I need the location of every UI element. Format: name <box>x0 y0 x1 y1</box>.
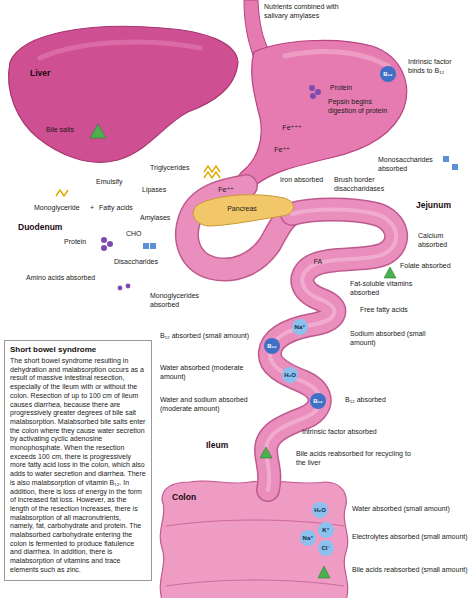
anatomy-label: Intrinsic factor absorbed <box>302 428 402 437</box>
colon <box>160 481 347 598</box>
disaccharide <box>143 243 149 249</box>
ion-symbol: Cl⁻ <box>314 543 338 553</box>
anatomy-label: Protein <box>330 84 370 93</box>
colon-fold <box>166 520 344 526</box>
organ-name: Ileum <box>206 440 246 450</box>
anatomy-label: Monoglyceride <box>34 204 90 213</box>
ion-symbol: Na⁺ <box>288 322 312 332</box>
intestine-highlight <box>266 210 396 491</box>
anatomy-label: Electrolytes absorbed (small amount) <box>352 533 468 542</box>
disaccharide <box>150 243 156 249</box>
anatomy-label: Nutrients combined with salivary amylase… <box>264 3 356 20</box>
anatomy-label: Pepsin begins digestion of protein <box>328 98 394 115</box>
ion-symbol: H₂O <box>308 505 332 515</box>
organ-name: Jejunum <box>416 200 470 210</box>
small-intestine <box>266 210 396 491</box>
bile-salt-symbol <box>90 124 106 138</box>
anatomy-label: Disaccharides <box>114 258 170 267</box>
anatomy-label: Free fatty acids <box>360 306 430 315</box>
anatomy-label: Intrinsic factor binds to B₁₂ <box>408 58 470 75</box>
text-panel: Short bowel syndromeThe short bowel synd… <box>4 340 152 581</box>
protein-molecule <box>310 93 316 99</box>
symbol-label: Fe⁺⁺⁺ <box>272 124 312 133</box>
liver-highlight <box>40 42 200 58</box>
vitamin-symbol: B₁₂ <box>376 69 400 79</box>
anatomy-label: Fat-soluble vitamins absorbed <box>350 280 442 297</box>
anatomy-label: Bile salts <box>46 126 86 135</box>
panel-heading: Short bowel syndrome <box>10 345 146 355</box>
anatomy-label: Emulsify <box>96 178 138 187</box>
ion-symbol: Na⁺ <box>296 533 320 543</box>
vitamin-symbol: B₁₂ <box>306 396 330 406</box>
protein-molecule <box>101 245 107 251</box>
triglyceride <box>204 166 220 172</box>
liver <box>9 26 238 162</box>
bile-acid-symbol <box>318 566 330 578</box>
anatomy-label: Monosaccharides absorbed <box>378 156 440 173</box>
pancreas <box>193 195 293 226</box>
anatomy-label: Sodium absorbed (small amount) <box>350 330 450 347</box>
anatomy-label: Triglycerides <box>150 164 206 173</box>
organ-name: Liver <box>30 68 70 78</box>
fatty-acid <box>56 190 68 196</box>
folate-symbol <box>384 267 396 278</box>
anatomy-label: B₁₂ absorbed (small amount) <box>160 332 252 341</box>
amino-acid <box>126 284 131 289</box>
anatomy-label: Bile acids reabsorbed for recycling to t… <box>296 450 416 467</box>
anatomy-label: Protein <box>64 238 98 247</box>
protein-molecule <box>315 89 321 95</box>
monosaccharide <box>443 156 449 162</box>
ion-symbol: K⁺ <box>314 525 338 535</box>
triglyceride <box>204 172 220 178</box>
ion-symbol: H₂O <box>278 370 302 380</box>
anatomy-label: Iron absorbed <box>280 176 332 185</box>
stomach-highlight <box>285 51 388 66</box>
anatomy-label: Water absorbed (moderate amount) <box>160 364 252 381</box>
organ-name: Colon <box>172 492 212 502</box>
bile-acid-symbol <box>260 447 272 458</box>
anatomy-label: Folate absorbed <box>400 262 470 271</box>
anatomy-label: Lipases <box>142 186 174 195</box>
anatomy-label: + <box>90 204 98 213</box>
symbol-label: Fe⁺⁺ <box>262 146 302 155</box>
anatomy-label: Water and sodium absorbed (moderate amou… <box>160 396 272 413</box>
anatomy-label: Water absorbed (small amount) <box>352 505 468 514</box>
vitamin-symbol: B₁₂ <box>260 341 284 351</box>
anatomy-label: Amylases <box>140 214 174 223</box>
symbol-label: FA <box>306 258 330 267</box>
amino-acid <box>118 286 123 291</box>
protein-molecule <box>101 237 107 243</box>
anatomy-label: Amino acids absorbed <box>26 274 112 283</box>
anatomy-label: Brush border disaccharidases <box>334 176 392 193</box>
anatomy-label: CHO <box>126 230 148 239</box>
protein-molecule <box>309 85 315 91</box>
colon-fold <box>166 580 344 586</box>
anatomy-label: B₁₂ absorbed <box>345 396 405 405</box>
monosaccharide <box>452 164 458 170</box>
panel-body: The short bowel syndrome resulting in de… <box>10 357 146 575</box>
anatomy-label: Bile acids reabsorbed (small amount) <box>352 566 468 575</box>
organ-name: Duodenum <box>18 222 68 232</box>
anatomy-label: Monoglycerides absorbed <box>150 292 220 309</box>
symbol-label: Pancreas <box>217 205 267 214</box>
protein-molecule <box>107 241 113 247</box>
anatomy-label: Calcium absorbed <box>418 232 470 249</box>
symbol-label: Fe⁺⁺ <box>211 186 241 195</box>
small-intestine-wall <box>266 210 396 491</box>
anatomy-label: Fatty acids <box>99 204 141 213</box>
